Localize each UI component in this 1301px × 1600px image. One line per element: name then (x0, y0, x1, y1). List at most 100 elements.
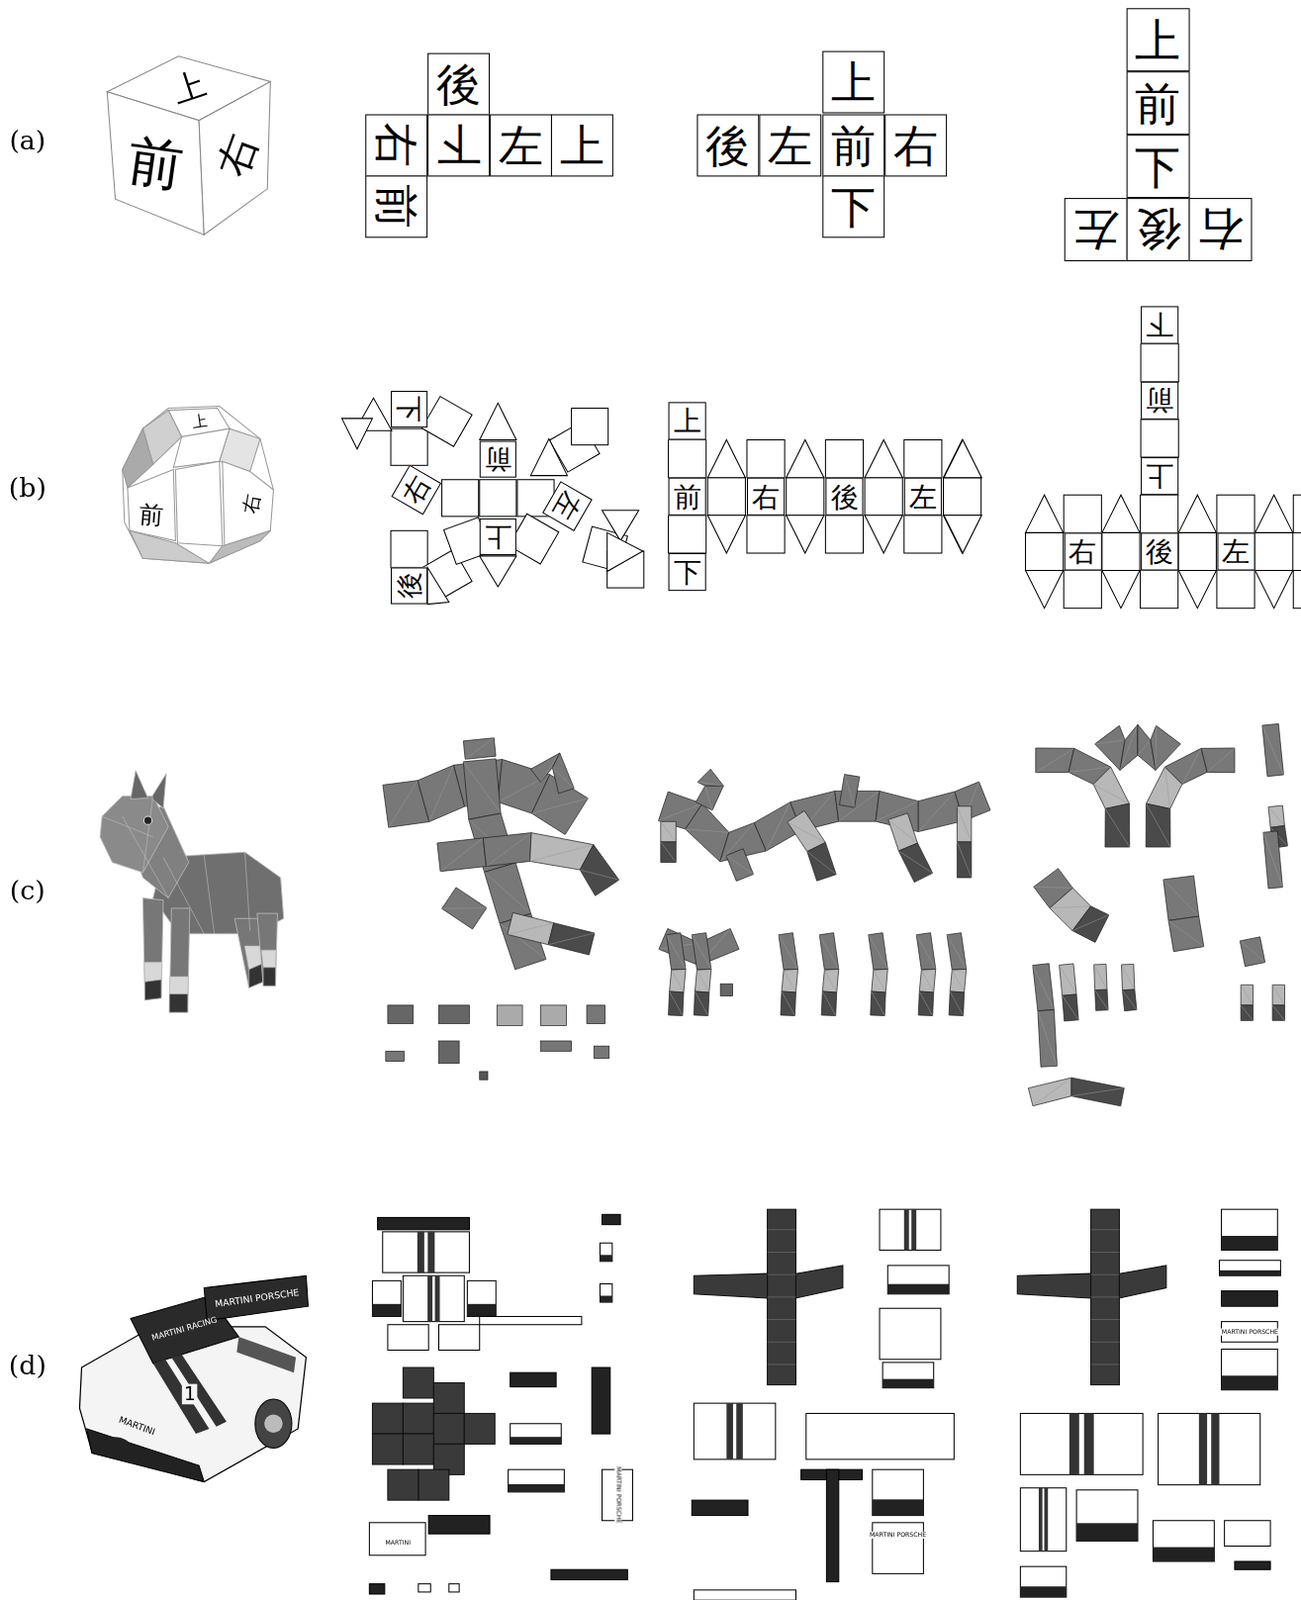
face-char: 上 (831, 59, 876, 104)
net-piece (826, 1469, 838, 1581)
mesh-piece (1094, 963, 1108, 990)
net-piece (387, 1324, 429, 1351)
face-char: 後 (831, 482, 859, 511)
triangle-face (707, 515, 745, 554)
mesh-piece (541, 1040, 572, 1051)
mesh-piece (1093, 766, 1129, 809)
net-band (599, 1254, 612, 1261)
mesh-edge (1071, 1088, 1124, 1097)
triangle-face (864, 440, 903, 478)
face-cell: 後 (427, 53, 490, 116)
mesh-edge (669, 991, 683, 1017)
mesh-edge (781, 991, 795, 1017)
face-cell: 左 (904, 477, 942, 516)
net-band (1218, 1270, 1281, 1276)
mesh-edge (1182, 747, 1202, 784)
mesh-edge (898, 850, 932, 873)
mesh-edge (868, 934, 889, 970)
mesh-edge (579, 869, 619, 880)
mesh-edge (956, 806, 971, 842)
face-cell: 前 (822, 114, 885, 178)
blank-face (825, 440, 863, 478)
face-char: 右 (1068, 538, 1097, 566)
mesh-piece (691, 932, 712, 970)
mesh-edge (726, 855, 754, 875)
net-piece (879, 1307, 941, 1360)
net-stripe (427, 1231, 435, 1273)
face-char: 前 (1134, 80, 1181, 126)
mesh-piece (668, 991, 684, 1017)
net-band (371, 1303, 401, 1317)
net-piece (551, 1569, 628, 1580)
mesh-edge (1095, 990, 1109, 1011)
blank-face (1255, 532, 1294, 570)
mesh-piece (1062, 994, 1079, 1022)
triangle-face (943, 515, 982, 554)
mesh-edge (1168, 920, 1205, 946)
mesh-edge (697, 781, 724, 786)
face-cell: 下 (668, 553, 707, 591)
mesh-edge (951, 969, 964, 993)
mesh-piece (666, 932, 687, 970)
triangle-face (864, 515, 903, 554)
blank-face (864, 477, 903, 516)
face-cell: 前 (668, 477, 707, 516)
net-piece (369, 1583, 384, 1594)
mesh-edge (1105, 808, 1129, 847)
mesh-edge (429, 764, 455, 822)
mesh-edge (666, 934, 687, 970)
face-char: 左 (909, 482, 937, 511)
row-a (106, 56, 271, 235)
horse-eye (143, 816, 152, 825)
net-piece (418, 1583, 431, 1592)
row-label: (a) (8, 126, 46, 156)
mesh-piece (1262, 723, 1285, 776)
triangle-face (427, 566, 450, 604)
mesh-edge (844, 774, 855, 808)
blank-face (1063, 494, 1102, 533)
face-char: 後 (436, 61, 481, 106)
mesh-piece (541, 1005, 567, 1026)
face-cell: 右 (1189, 197, 1253, 262)
mesh-edge (1095, 740, 1125, 744)
mesh-piece (1072, 906, 1110, 943)
blank-face (1102, 532, 1140, 570)
horse-hoof (249, 963, 264, 989)
face-char: 上 (559, 122, 605, 168)
net-piece (1020, 1566, 1066, 1597)
net-piece (449, 1583, 460, 1592)
mesh-piece (438, 1005, 469, 1024)
face-char: 右 (238, 492, 264, 516)
mesh-edge (1272, 984, 1285, 1006)
mesh-piece (1168, 916, 1205, 952)
mesh-edge (1268, 807, 1285, 827)
net-piece (1158, 1412, 1261, 1485)
mesh-edge (767, 1274, 797, 1276)
mesh-edge (1146, 803, 1171, 847)
dark-panel (371, 1433, 403, 1465)
net-piece (1221, 1291, 1279, 1306)
mesh-piece (1268, 805, 1285, 828)
blank-face (668, 440, 707, 478)
mesh-piece (720, 983, 733, 996)
mesh-edge (767, 1228, 797, 1230)
blank-face (1063, 570, 1102, 609)
horse-leg (169, 908, 190, 1013)
mesh-piece (1037, 1009, 1058, 1067)
net-piece (1221, 1348, 1279, 1390)
horse-hoof (169, 994, 188, 1014)
blank-face (825, 515, 863, 554)
face-cell: 右 (884, 114, 947, 178)
mesh-edge (1239, 940, 1265, 963)
net-piece (1224, 1520, 1271, 1547)
face-cell: 上 (551, 114, 614, 178)
mesh-piece (695, 785, 724, 811)
triangle-face (707, 440, 745, 478)
facet (175, 461, 222, 547)
net-piece (879, 1208, 941, 1250)
blank-face (1216, 494, 1255, 533)
mesh-piece (1150, 725, 1181, 770)
face-char: 左 (1072, 206, 1118, 253)
mesh-piece (1146, 766, 1183, 809)
mesh-edge (1207, 747, 1235, 772)
